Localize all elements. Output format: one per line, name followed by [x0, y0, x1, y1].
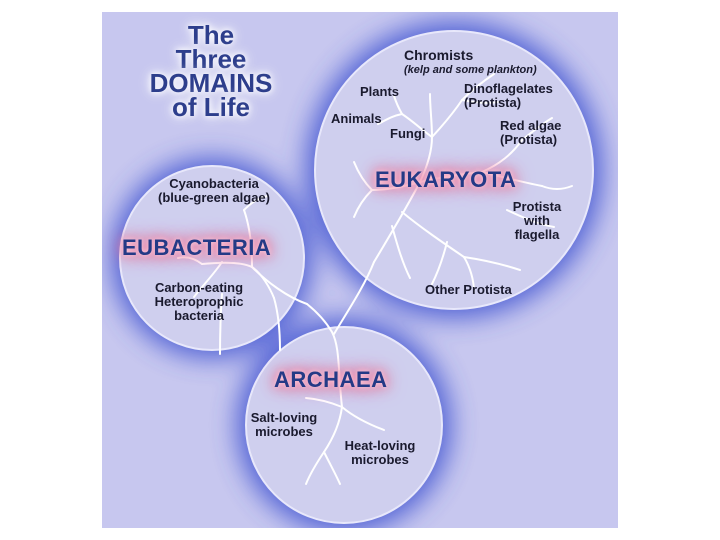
diagram-panel: The Three DOMAINS of Life Chromists (kel…: [102, 12, 618, 528]
chromists-note: (kelp and some plankton): [404, 64, 537, 76]
protista-flagella-line-2: with: [524, 213, 550, 229]
fungi-label: Fungi: [390, 126, 426, 141]
chromists-label: Chromists: [404, 47, 474, 63]
protista-flagella-label: Protista with flagella: [502, 199, 572, 243]
carbon-eating-label: Carbon-eating Heteroprophic bacteria: [144, 280, 254, 324]
title-line-1: The: [187, 20, 235, 50]
red-algae-group: (Protista): [500, 132, 558, 148]
title-line-4: of Life: [172, 91, 250, 122]
protista-flagella-line-3: flagella: [514, 227, 560, 243]
plants-label: Plants: [360, 84, 400, 99]
eubacteria-circle: [119, 165, 305, 351]
red-algae-label: Red algae (Protista): [500, 118, 562, 148]
heat-loving-line-1: Heat-loving: [344, 438, 416, 453]
red-algae-name: Red algae: [500, 118, 562, 133]
heat-loving-line-2: microbes: [351, 452, 409, 468]
animals-label: Animals: [331, 111, 382, 126]
title-line-2: Three: [175, 43, 247, 74]
dinoflagelates-group: (Protista): [464, 95, 522, 111]
phylogenetic-branches: [177, 73, 573, 485]
carbon-eating-line-3: bacteria: [174, 308, 224, 324]
other-protista-label: Other Protista: [425, 282, 512, 297]
archaea-domain-label: ARCHAEA: [274, 367, 388, 392]
eubacteria-domain-label: EUBACTERIA: [122, 235, 272, 260]
title-line-3: DOMAINS: [149, 67, 273, 98]
protista-flagella-line-1: Protista: [512, 199, 562, 214]
carbon-eating-line-1: Carbon-eating: [154, 280, 244, 295]
diagram-title: The Three DOMAINS of Life: [136, 20, 286, 122]
cyanobacteria-note: (blue-green algae): [158, 190, 270, 206]
tree-of-life-diagram: [112, 22, 602, 528]
dinoflagelates-name: Dinoflagelates: [464, 81, 553, 96]
salt-loving-line-1: Salt-loving: [250, 410, 318, 425]
salt-loving-line-2: microbes: [255, 424, 313, 440]
salt-loving-label: Salt-loving microbes: [244, 410, 324, 440]
eukaryota-circle: [314, 30, 594, 310]
cyanobacteria-name: Cyanobacteria: [169, 176, 259, 191]
heat-loving-label: Heat-loving microbes: [334, 438, 426, 468]
dinoflagelates-label: Dinoflagelates (Protista): [464, 81, 574, 111]
cyanobacteria-label: Cyanobacteria (blue-green algae): [146, 176, 282, 206]
archaea-circle: [245, 326, 443, 524]
carbon-eating-line-2: Heteroprophic: [154, 294, 244, 310]
eukaryota-domain-label: EUKARYOTA: [375, 167, 517, 192]
